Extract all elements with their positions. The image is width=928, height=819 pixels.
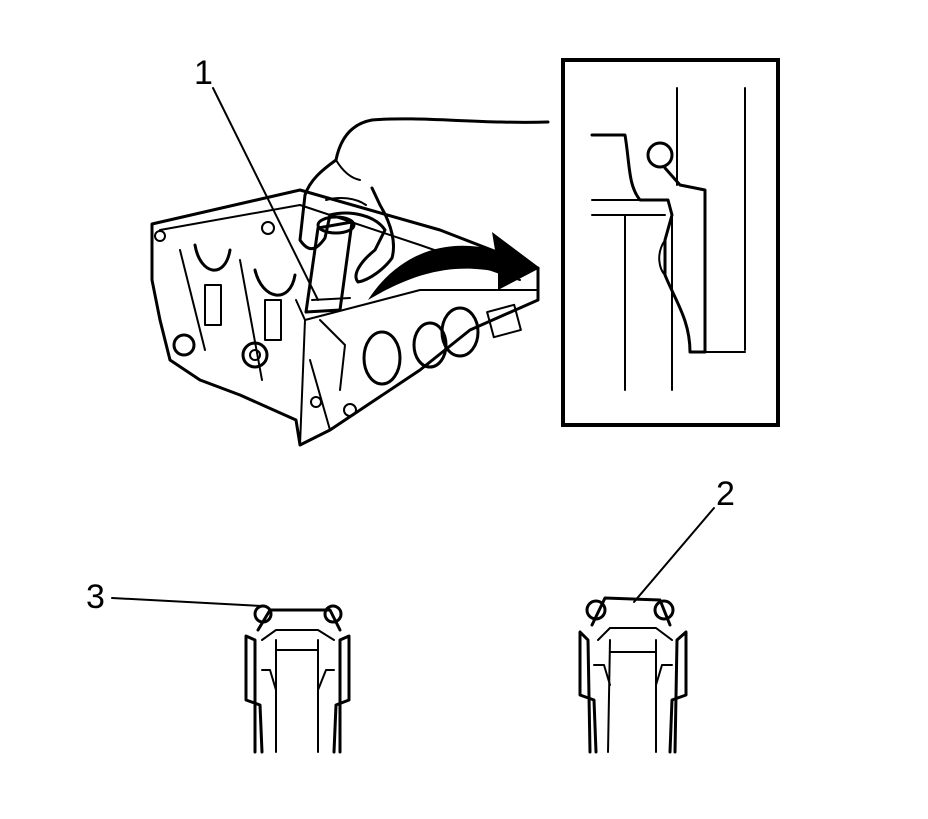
seal-detail-inset [561,58,780,427]
callout-label-3: 3 [86,578,105,616]
leader-line-1 [212,87,319,301]
valve-stem-seal-right [578,596,688,754]
callout-label-2: 2 [716,475,735,513]
cylinder-head-icon [150,117,550,447]
valve-stem-seal-left [244,604,351,754]
direction-arrow-icon [368,232,540,300]
callout-label-1: 1 [194,54,213,92]
leader-lines [111,87,715,607]
leader-line-2 [633,507,715,603]
leader-line-3 [111,597,263,607]
